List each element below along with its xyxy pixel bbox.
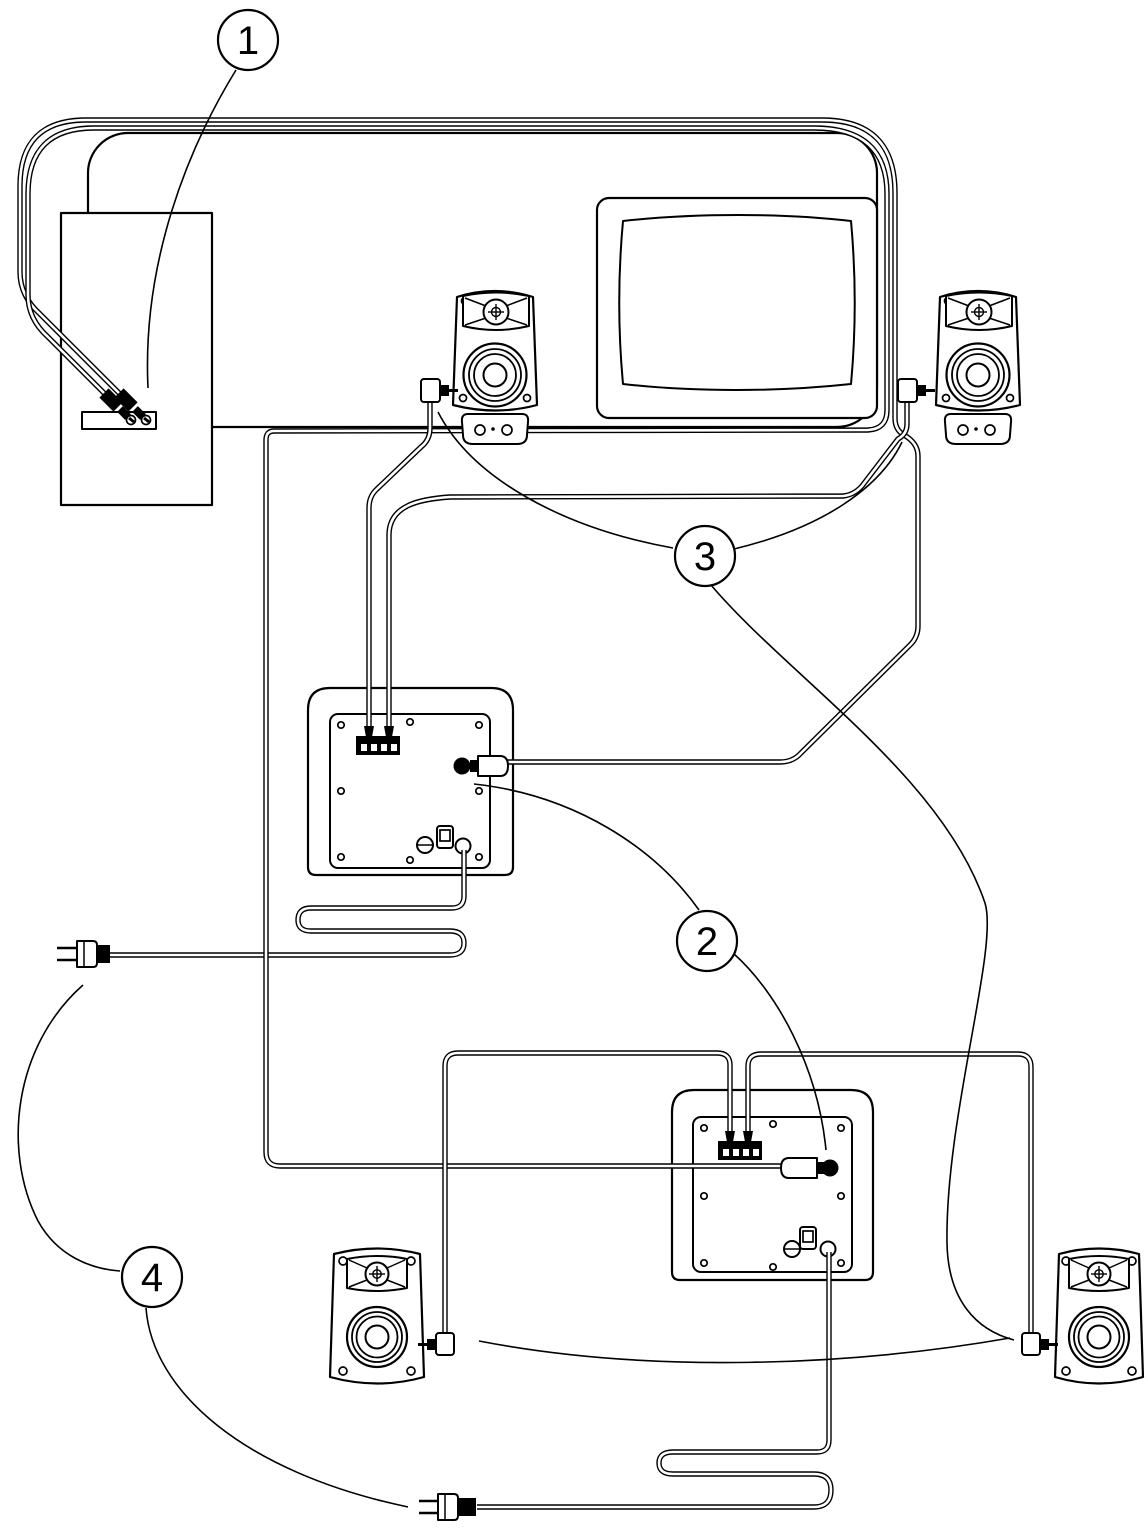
- front-right-speaker-base: [943, 413, 1013, 445]
- front-left-speaker-base: [460, 413, 530, 445]
- rear-right-mini-plug: [1021, 1332, 1058, 1356]
- callout-3-label: 3: [694, 535, 716, 579]
- leader-4-left-plug: [17, 984, 121, 1272]
- leader-2-front: [473, 783, 700, 911]
- woofer: [462, 342, 528, 408]
- cables: [17, 117, 1034, 1510]
- front-right-speaker: [934, 289, 1022, 412]
- rear-subwoofer: [670, 1088, 875, 1282]
- leader-1: [146, 69, 237, 389]
- callout-1-label: 1: [237, 19, 259, 63]
- callout-4: 4: [120, 1245, 184, 1309]
- callout-3: 3: [673, 524, 737, 588]
- leader-3-rear-left: [478, 1337, 1011, 1364]
- front-left-speaker: [451, 289, 539, 412]
- monitor-screen: [618, 214, 856, 391]
- callout-4-label: 4: [141, 1256, 163, 1300]
- leader-3-front-left: [437, 411, 674, 549]
- sound-card-plug-1: [99, 388, 135, 424]
- rear-left-mini-plug: [418, 1332, 455, 1356]
- front-left-mini-plug: [420, 378, 458, 403]
- monitor: [595, 196, 879, 420]
- rear-sub-din-plug: [780, 1157, 826, 1179]
- leader-lines: [17, 69, 1015, 1508]
- rear-left-speaker: [328, 1247, 426, 1385]
- power-plug-bottom: [419, 1493, 476, 1521]
- leader-3-rear-right: [710, 584, 1015, 1341]
- front-sub-terminal-block: [356, 726, 400, 755]
- callout-1: 1: [216, 8, 280, 72]
- rear-sub-terminal-block: [718, 1131, 762, 1160]
- panel-screws: [336, 717, 484, 865]
- woofer: [1067, 1305, 1131, 1369]
- power-cord-rear-sub: [477, 1252, 834, 1510]
- callout-2: 2: [675, 909, 739, 973]
- din-input-jack: [453, 757, 471, 775]
- leader-3-front-right: [733, 441, 903, 550]
- leader-2-rear: [732, 952, 827, 1151]
- front-sub-din-plug: [470, 755, 509, 777]
- leader-4-bottom-plug: [145, 1307, 409, 1508]
- front-subwoofer: [306, 686, 515, 877]
- panel-screws: [699, 1119, 846, 1272]
- sound-card-plug-2: [114, 388, 150, 424]
- power-plug-left: [57, 940, 110, 968]
- front-right-mini-plug: [897, 378, 935, 403]
- woofer: [345, 1305, 409, 1369]
- rear-right-speaker: [1053, 1247, 1145, 1385]
- woofer: [945, 342, 1011, 408]
- callout-2-label: 2: [696, 920, 718, 964]
